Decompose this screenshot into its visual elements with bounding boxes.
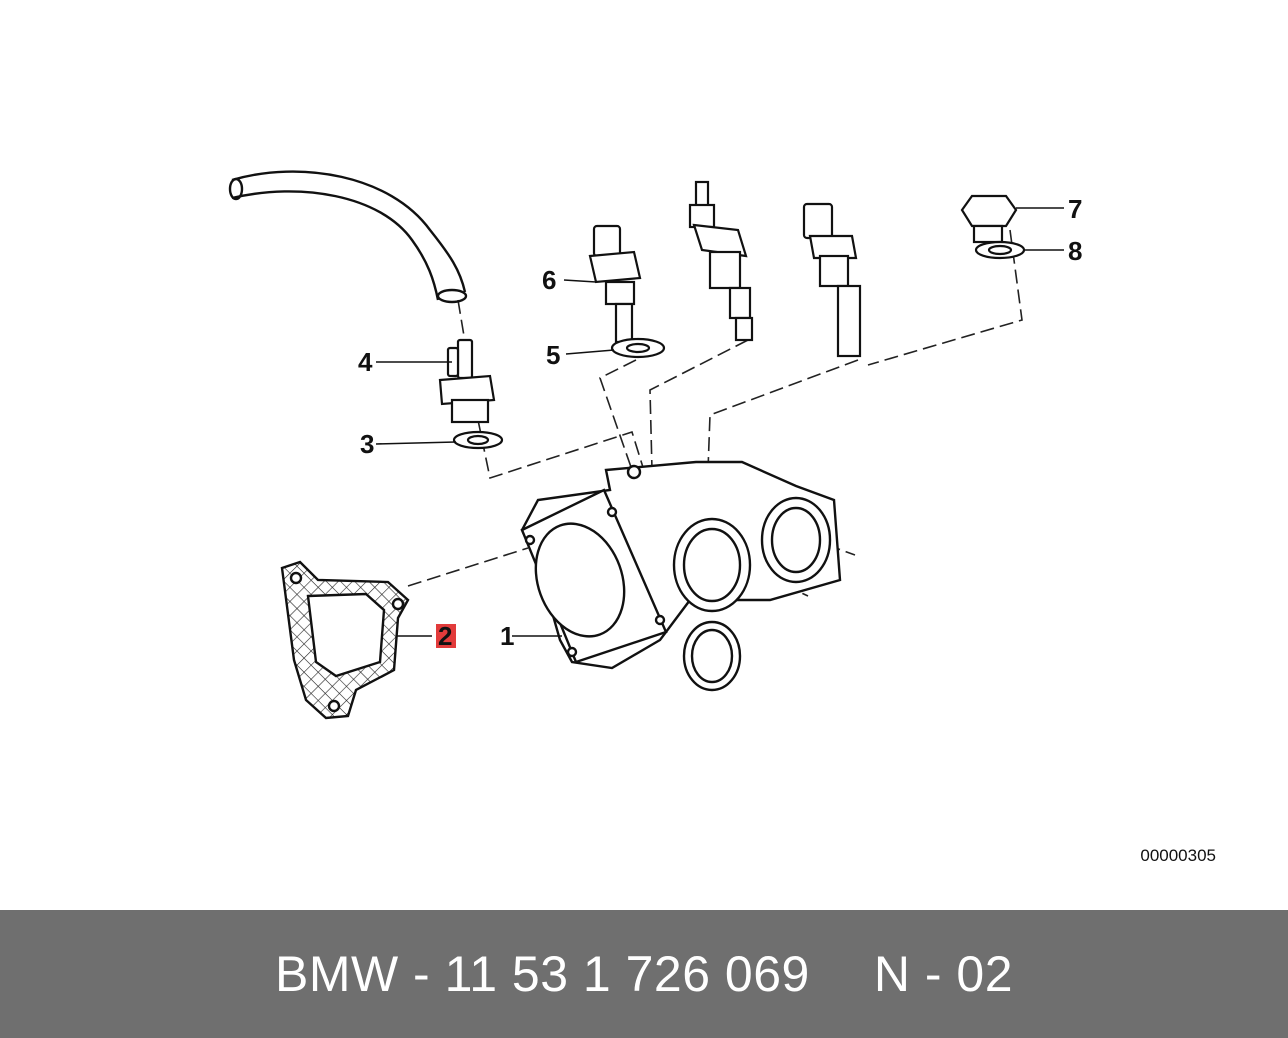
callout-3: 3 bbox=[360, 429, 374, 459]
callout-5: 5 bbox=[546, 340, 560, 370]
diagram-reference-number: 00000305 bbox=[1140, 846, 1216, 865]
thermostat-housing-1 bbox=[520, 460, 842, 692]
sealing-ring-8 bbox=[974, 240, 1026, 260]
diagram-position: N - 02 bbox=[873, 946, 1014, 1002]
coolant-sensor-right bbox=[802, 202, 862, 358]
callout-7: 7 bbox=[1068, 194, 1082, 224]
callout-8: 8 bbox=[1068, 236, 1082, 266]
screw-plug-7 bbox=[960, 194, 1018, 244]
gasket-2 bbox=[280, 560, 410, 720]
leader-lines bbox=[375, 207, 1064, 637]
temperature-sender-4 bbox=[438, 338, 504, 450]
temperature-sensor-6 bbox=[588, 224, 666, 359]
part-number: BMW - 11 53 1 726 069 bbox=[274, 946, 810, 1002]
callout-6: 6 bbox=[542, 265, 556, 295]
coolant-sensor-middle bbox=[688, 180, 754, 342]
footer-bar: BMW - 11 53 1 726 069 N - 02 bbox=[0, 910, 1288, 1038]
callout-4: 4 bbox=[358, 347, 373, 377]
parts-diagram: 4 3 6 5 7 8 1 2 bbox=[228, 170, 1082, 720]
callout-2-highlight bbox=[436, 624, 456, 648]
callout-2: 2 bbox=[438, 621, 452, 651]
coolant-hose bbox=[228, 170, 468, 304]
callout-1: 1 bbox=[500, 621, 514, 651]
